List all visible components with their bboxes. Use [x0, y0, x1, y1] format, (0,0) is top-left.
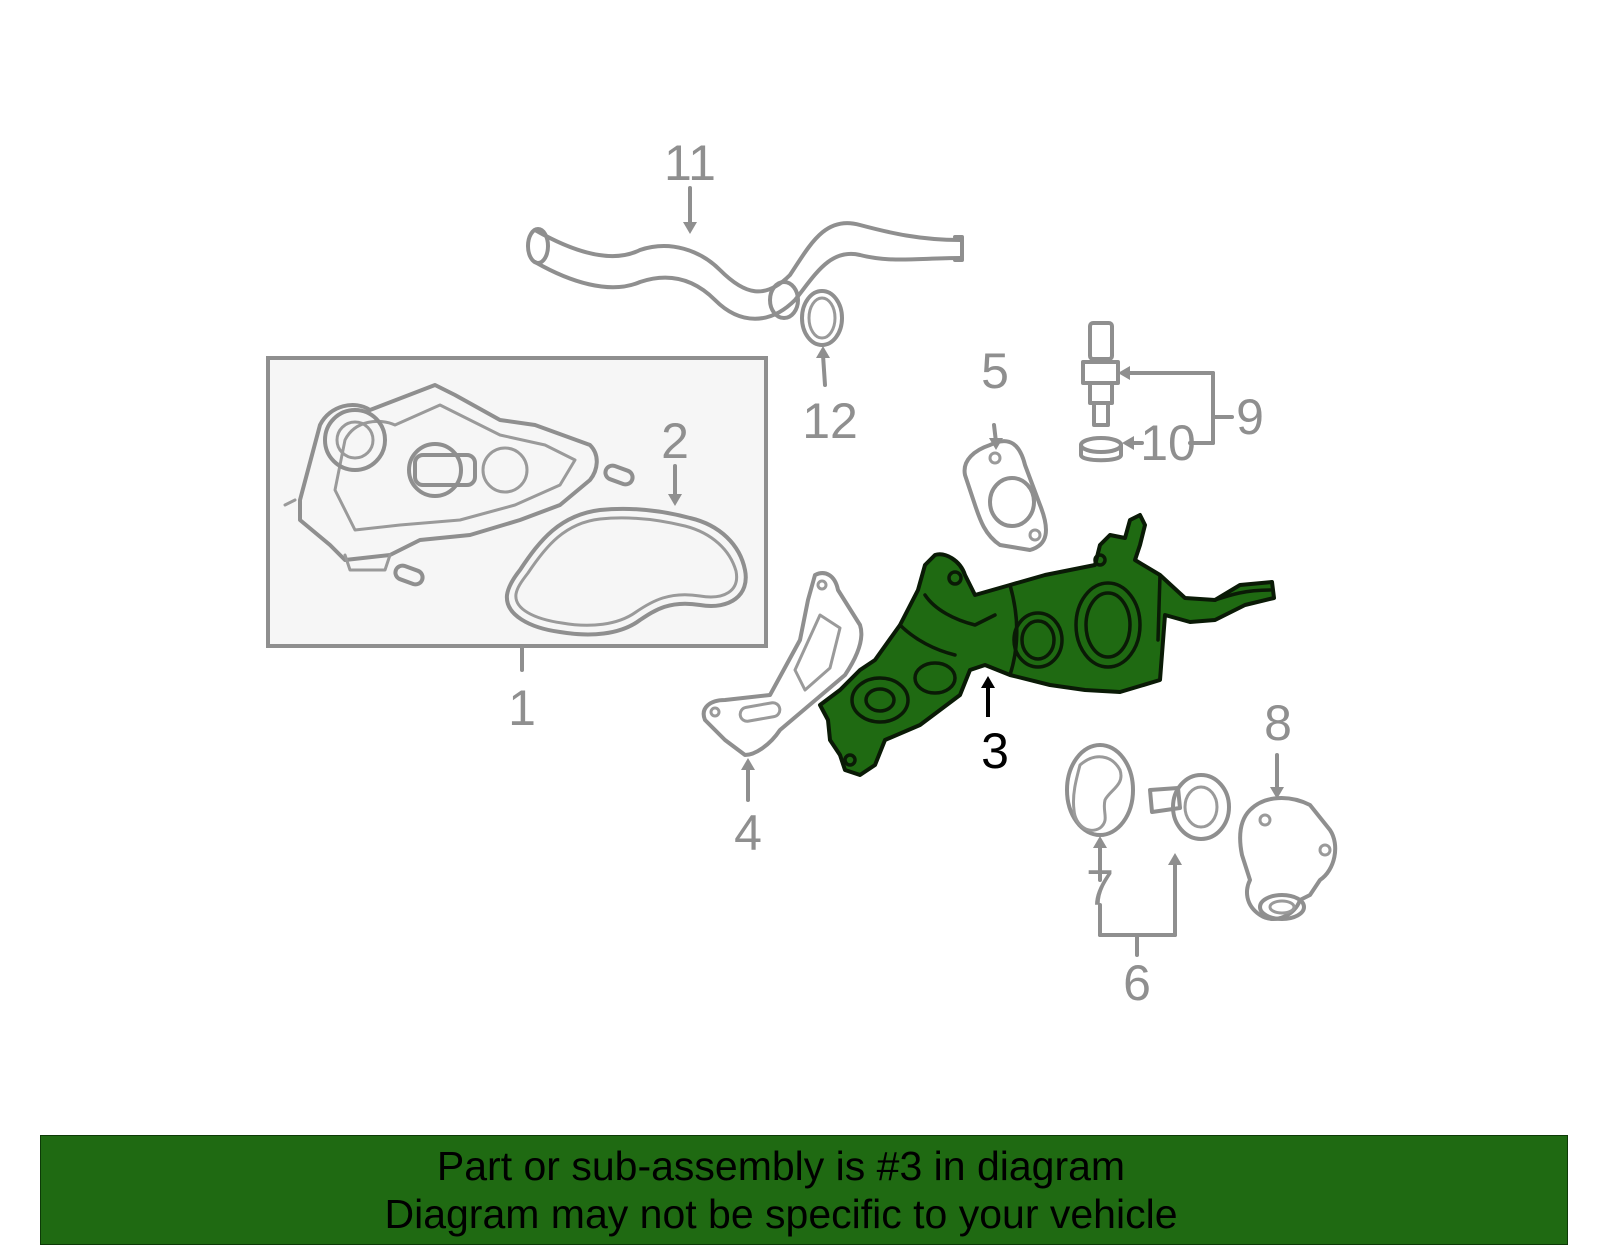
part-1-assembly-box [266, 356, 768, 648]
part-6-thermostat [1148, 773, 1231, 841]
part-11-hose [526, 221, 964, 321]
callout-10: 10 [1140, 415, 1196, 471]
callout-1: 1 [508, 680, 536, 736]
callout-6: 6 [1123, 955, 1151, 1011]
callout-7: 7 [1086, 860, 1114, 916]
part-9-temp-sensor [1081, 321, 1120, 427]
leader-lines [520, 186, 1284, 957]
part-7-thermostat-seal [1065, 743, 1135, 837]
part-12-o-ring [800, 289, 844, 347]
part-10-washer [1079, 436, 1123, 463]
part-3-water-outlet-highlighted [818, 513, 1276, 777]
banner-line-2: Diagram may not be specific to your vehi… [384, 1191, 1178, 1237]
callout-11: 11 [664, 135, 716, 191]
banner-line-1: Part or sub-assembly is #3 in diagram [436, 1143, 1126, 1189]
part-8-thermostat-cover [1238, 796, 1338, 921]
callout-9: 9 [1236, 389, 1264, 445]
part-5-gasket [962, 439, 1048, 552]
callout-8: 8 [1264, 695, 1292, 751]
callout-5: 5 [981, 343, 1009, 399]
info-banner: Part or sub-assembly is #3 in diagram Di… [40, 1135, 1568, 1245]
part-4-gasket [701, 571, 864, 757]
callout-3: 3 [981, 723, 1009, 779]
callout-12: 12 [802, 393, 858, 449]
callout-2: 2 [661, 413, 689, 469]
callout-4: 4 [734, 805, 762, 861]
